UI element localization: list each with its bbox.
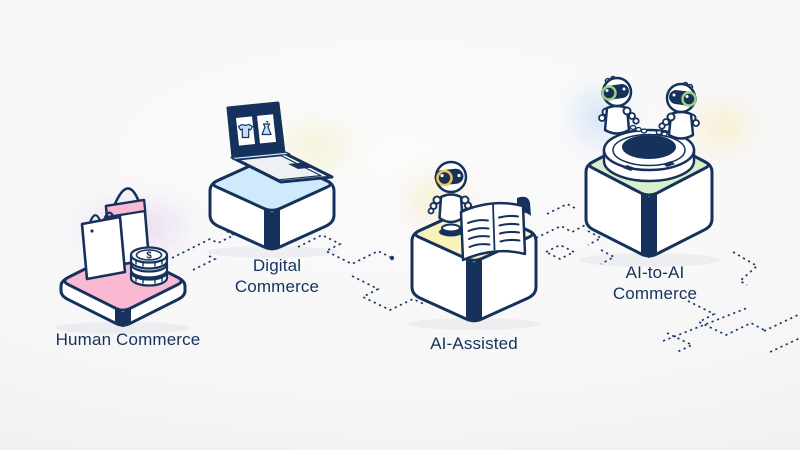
laptop-screen (226, 101, 286, 160)
connector-green-right-vee (732, 251, 759, 286)
bag-dot (90, 229, 94, 233)
connector-ai-to-green-2 (546, 203, 578, 215)
platform-corner-stripe (466, 258, 482, 323)
laptop-hinge (230, 151, 291, 161)
shopping-bag-front-icon (80, 211, 127, 281)
curved-catalog-icon (459, 196, 531, 262)
bag-handle-left (88, 214, 102, 224)
connector-vee-2 (600, 249, 616, 265)
connector-exit-right-1 (763, 313, 800, 332)
tshirt-icon (237, 123, 254, 139)
connector-digital-to-ai-lower (351, 275, 427, 311)
table-rim-tab (663, 161, 675, 167)
bag-handle-right (102, 211, 116, 221)
platform-corner-stripe (115, 308, 131, 328)
connector-human-to-digital (171, 221, 251, 259)
laptop-trackpad (288, 162, 313, 169)
connector-bottom-right-zigzag (687, 300, 765, 336)
connector-exit-right-2 (769, 337, 800, 353)
connector-vee-1 (587, 230, 603, 246)
robot-body (438, 193, 464, 224)
connector-end-dot (389, 255, 395, 261)
dress-icon (261, 120, 272, 136)
stage-label-ai-assisted: AI-Assisted (430, 334, 518, 353)
dollar-sign: $ (146, 251, 152, 262)
stage-label-digital-commerce: Digital Commerce (234, 256, 320, 297)
robot-left-icon (598, 75, 648, 135)
platform-corner-stripe (641, 193, 657, 258)
ground-shadow (55, 322, 191, 334)
catalog-sheet (459, 201, 527, 262)
table-rim-tab (623, 165, 635, 171)
human-commerce-illustration: $ (55, 187, 191, 334)
catalog-divider (492, 202, 496, 251)
ai-assisted-illustration (408, 160, 540, 330)
ground-shadow (408, 318, 540, 330)
laptop-icon (226, 101, 334, 184)
bag-handle (113, 187, 141, 206)
robot-base (441, 223, 461, 233)
robot-camera-eye (436, 169, 453, 187)
digital-commerce-illustration (206, 101, 338, 258)
coins-icon: $ (129, 246, 169, 287)
robot-icon (427, 160, 472, 237)
stage-label-human-commerce: Human Commerce (55, 330, 201, 349)
stage-human-commerce: $ (52, 160, 202, 335)
ai-to-ai-illustration (579, 75, 719, 267)
connector-bottom-stub (666, 332, 694, 353)
platform-corner-stripe (264, 208, 280, 251)
ground-shadow (206, 246, 338, 258)
robot-camera-eye (601, 85, 617, 101)
round-table-icon (602, 128, 696, 183)
robot-right-icon (655, 81, 700, 140)
stage-digital-commerce (202, 98, 352, 308)
connector-digital-stub (192, 254, 217, 271)
stage-label-ai-to-ai-commerce: AI-to-AI Commerce (612, 263, 698, 304)
robot-camera-eye (681, 91, 697, 107)
stage-ai-assisted (404, 148, 554, 363)
stage-ai-to-ai-commerce (575, 62, 735, 307)
bag-body (80, 215, 127, 281)
ground-shadow (579, 253, 719, 267)
table-hole (622, 135, 676, 159)
